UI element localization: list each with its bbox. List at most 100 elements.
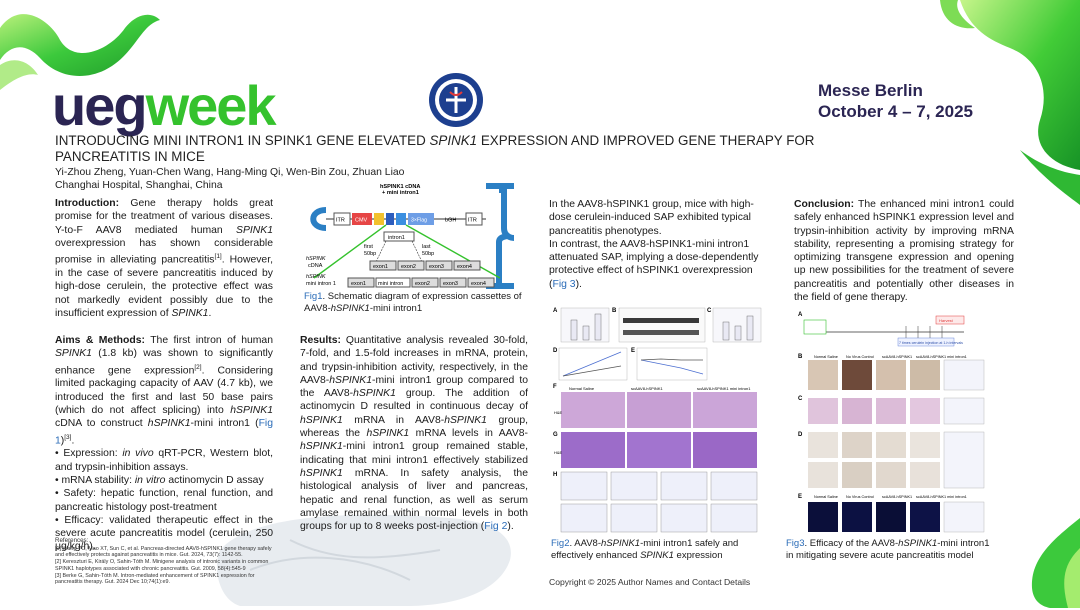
text: actinomycin D assay xyxy=(165,474,264,486)
references-heading: References: xyxy=(55,537,89,544)
panel-label: D xyxy=(798,432,803,438)
text: . xyxy=(208,307,212,319)
column-header: Normal Saline xyxy=(569,386,595,391)
author-block: Yi-Zhou Zheng, Yuan-Chen Wang, Hang-Ming… xyxy=(55,166,404,192)
panel-label: G xyxy=(553,432,558,438)
text: . Considering limited packaging capacity… xyxy=(55,365,273,416)
text: In contrast, the AAV8-hSPINK1-mini intro… xyxy=(549,238,759,290)
text: • Expression: xyxy=(55,448,123,460)
logo-ueg: ueg xyxy=(52,74,148,137)
column-header: scAAV8-hSPINK1 xyxy=(882,355,912,359)
text: -mini intron1 group remained stable, ind… xyxy=(300,441,528,466)
exon4: exon4 xyxy=(457,264,472,270)
text: hSPINK1 xyxy=(444,414,487,426)
panel-label: C xyxy=(798,396,803,402)
fig2-caption: Fig2. AAV8-hSPINK1-mini intron1 safely a… xyxy=(551,538,763,562)
conclusion-section: Conclusion: The enhanced mini intron1 co… xyxy=(794,198,1014,304)
title-part: EXPRESSION AND IMPROVED GENE THERAPY FOR… xyxy=(55,133,815,164)
text: hSPINK1 xyxy=(366,428,410,440)
harvest-label: Harvest xyxy=(939,318,954,323)
text: • mRNA stability: xyxy=(55,474,135,486)
mini-label: mini intron 1 xyxy=(306,281,336,287)
column-header: scAAV8-hSPINK1 mini intron1 xyxy=(916,495,967,499)
exon2: exon2 xyxy=(415,281,430,287)
last-bp: 50bp xyxy=(422,251,434,257)
panel-label: H xyxy=(553,472,557,478)
exon3: exon3 xyxy=(443,281,458,287)
text: group. The addition of actinomycin D res… xyxy=(300,388,528,413)
first-bp: 50bp xyxy=(364,251,376,257)
fig1-link[interactable]: Fig 1 xyxy=(55,418,273,447)
text: mRNA in AAV8- xyxy=(342,414,445,426)
panel-label: E xyxy=(631,348,635,354)
text: hSPINK1 xyxy=(300,441,343,453)
citation: [1] xyxy=(214,253,222,261)
text: expression xyxy=(673,550,723,561)
fig3-link[interactable]: Fig 3 xyxy=(552,278,576,290)
exon4: exon4 xyxy=(471,281,486,287)
caption-label: Fig1 xyxy=(304,291,323,302)
text: SPINK1 xyxy=(171,307,209,319)
citation: [2] xyxy=(194,363,202,371)
bullet-expression: • Expression: in vivo qRT-PCR, Western b… xyxy=(55,447,273,474)
panel-label: B xyxy=(798,354,803,360)
last-label: last xyxy=(422,244,431,250)
column-header: scAAV8-hSPINK1 mini intron1 xyxy=(697,386,751,391)
bullet-safety: • Safety: hepatic function, renal functi… xyxy=(55,488,273,513)
fig1-caption: Fig1. Schematic diagram of expression ca… xyxy=(304,291,530,315)
fig3-caption: Fig3. Efficacy of the AAV8-hSPINK1-mini … xyxy=(786,538,991,562)
aims-paragraph: Aims & Methods: The first intron of huma… xyxy=(55,334,273,447)
text: overexpression has shown considerable pr… xyxy=(55,237,273,266)
text: -mini intron1 group compared to the AAV8… xyxy=(300,374,528,400)
bgh-label: bGH xyxy=(445,218,456,224)
panel-label: A xyxy=(553,308,558,314)
mini-intron: mini intron xyxy=(378,281,403,287)
venue-info: Messe Berlin October 4 – 7, 2025 xyxy=(818,80,973,122)
cerulein-label: 7 times cerulein injection at 1-h interv… xyxy=(899,341,963,345)
text: . However, in the case of severe pancrea… xyxy=(55,254,273,319)
stain-label: H&E xyxy=(554,410,563,415)
exon1: exon1 xyxy=(373,264,388,270)
column-header: No Virus Control xyxy=(846,495,874,499)
fig2-figure: A B C D E F Normal Saline scAAV8-hSPINK1… xyxy=(551,304,763,537)
authors: Yi-Zhou Zheng, Yuan-Chen Wang, Hang-Ming… xyxy=(55,167,405,178)
text: . Schematic diagram of expression casset… xyxy=(304,291,522,314)
reference-1: [1] Wang YC, Mao XT, Sun C, et al. Pancr… xyxy=(55,545,272,559)
introduction-section: Introduction: Gene therapy holds great p… xyxy=(55,197,273,320)
text: group, whereas the xyxy=(300,414,528,440)
results-heading: Results: xyxy=(300,335,341,346)
text: -mini intron1 in mitigating severe acute… xyxy=(786,538,990,561)
text: The first intron of human xyxy=(144,335,273,346)
panel-label: B xyxy=(612,308,617,314)
bullet-efficacy: • Efficacy: validated therapeutic effect… xyxy=(55,514,273,553)
itr-label: ITR xyxy=(336,218,345,224)
title-part: INTRODUCING MINI INTRON1 IN SPINK1 GENE … xyxy=(55,133,430,148)
text: SPINK1 xyxy=(640,550,674,561)
sap-paragraph-2: In contrast, the AAV8-hSPINK1-mini intro… xyxy=(549,238,769,291)
aims-methods-section: Aims & Methods: The first intron of huma… xyxy=(55,334,273,554)
hospital-seal-icon xyxy=(429,73,483,127)
venue-name: Messe Berlin xyxy=(818,81,923,100)
ueg-week-logo: uegweek xyxy=(52,78,277,134)
column-header: scAAV8-hSPINK1 xyxy=(631,386,663,391)
fig3-figure: A Harvest 7 times cerulein injection at … xyxy=(786,306,986,536)
text: ) xyxy=(60,435,65,447)
text: . Efficacy of the AAV8- xyxy=(804,538,899,549)
copyright: Copyright © 2025 Author Names and Contac… xyxy=(549,577,751,587)
green-ribbon-decoration-bottom-right xyxy=(1031,518,1080,608)
aims-heading: Aims & Methods: xyxy=(55,335,145,346)
exon1: exon1 xyxy=(351,281,366,287)
text: -mini intron1 safely and effectively enh… xyxy=(551,538,739,561)
green-ribbon-decoration-top-right xyxy=(940,0,1080,205)
cassette-title: hSPINK1 cDNA xyxy=(380,184,420,190)
fig2-link[interactable]: Fig 2 xyxy=(484,521,508,533)
text: ). xyxy=(507,521,514,533)
citation: [3] xyxy=(64,433,72,441)
reference-2: [2] Kereszturi E, Király O, Sahin-Tóth M… xyxy=(55,559,269,572)
column-header: No Virus Control xyxy=(846,355,874,359)
text: hSPINK1 xyxy=(329,374,373,386)
text: hSPINK1 xyxy=(230,404,273,416)
column-header: Normal Saline xyxy=(814,355,838,359)
cdna-label: hSPINK xyxy=(306,256,326,262)
text: hSPINK1 xyxy=(300,414,343,426)
